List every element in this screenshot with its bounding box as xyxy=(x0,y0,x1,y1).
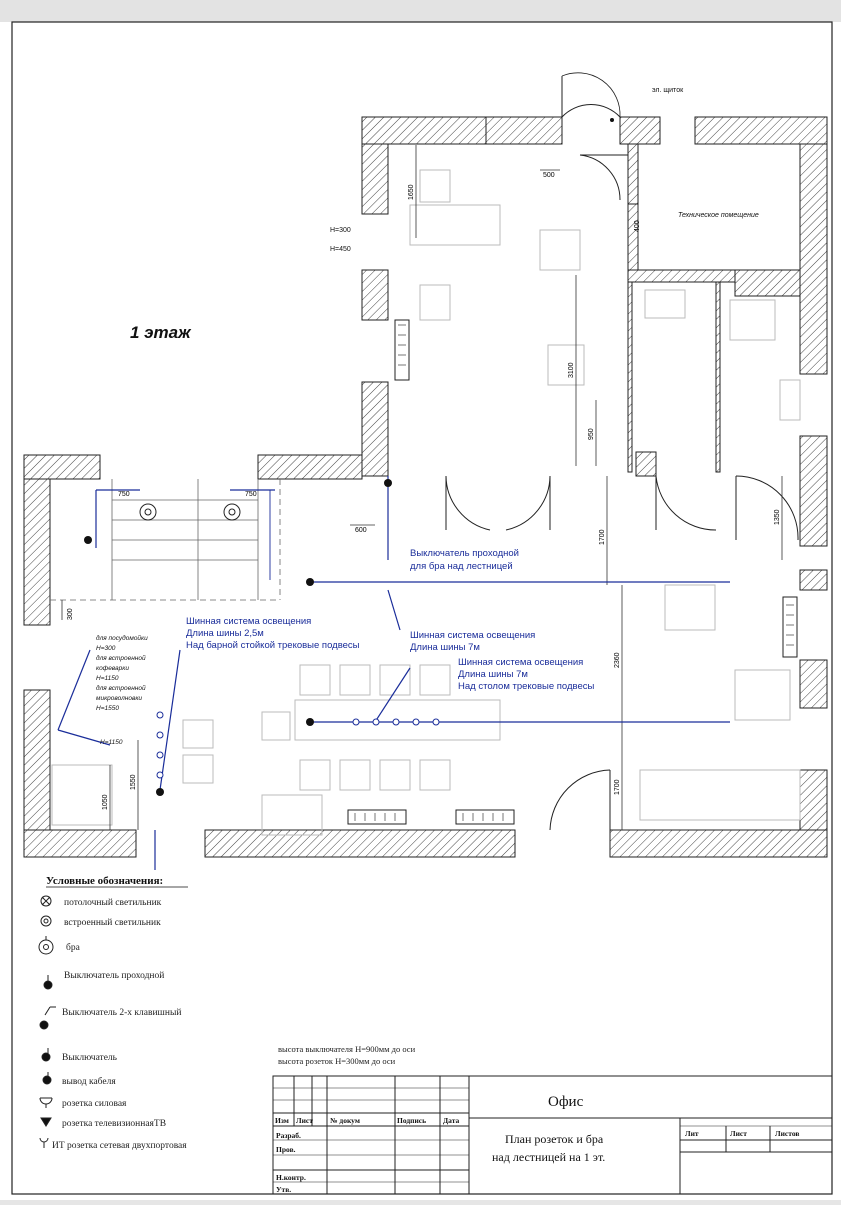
switch-icon xyxy=(41,1048,51,1062)
stairs xyxy=(50,479,281,601)
sheet-title-2: над лестницей на 1 эт. xyxy=(492,1150,605,1164)
ceiling-light-icon xyxy=(40,895,52,907)
dim-1050: 1050 xyxy=(102,794,109,810)
legend-label: встроенный светильник xyxy=(64,917,161,928)
legend-label: потолочный светильник xyxy=(64,897,162,908)
kitchen-note: кофеварки xyxy=(96,665,129,672)
mid-track-note-1: Шинная система освещения xyxy=(410,630,535,641)
project-name: Офис xyxy=(548,1094,584,1110)
recessed-light-icon xyxy=(40,915,52,927)
kitchen-note: H=1150 xyxy=(96,675,119,682)
tb-col: № докум xyxy=(330,1116,360,1125)
tb-row: Разраб. xyxy=(276,1131,301,1140)
table-track-note-3: Над столом трековые подвесы xyxy=(458,681,594,692)
sconce-icon xyxy=(38,936,54,955)
height-450-label: H=450 xyxy=(330,246,351,253)
dim-500: 500 xyxy=(543,172,555,179)
network-socket-icon xyxy=(39,1137,49,1148)
cable-outlet-icon xyxy=(42,1072,52,1085)
tb-col: Лист xyxy=(296,1116,313,1125)
tb-right-col: Лист xyxy=(730,1129,747,1138)
dim-1700-top: 1700 xyxy=(599,529,606,545)
bar-track-note-1: Шинная система освещения xyxy=(186,616,311,627)
legend-label: ИТ розетка сетевая двухпортовая xyxy=(52,1141,187,1151)
dim-1350: 1350 xyxy=(774,509,781,525)
switch-note-2: для бра над лестницей xyxy=(410,561,513,572)
power-socket-icon xyxy=(39,1097,53,1108)
annotations: Выключатель проходной для бра над лестни… xyxy=(186,548,594,692)
walls xyxy=(23,116,828,858)
dimension-lines xyxy=(61,145,783,830)
mid-track-note-2: Длина шины 7м xyxy=(410,642,480,653)
fixtures-black xyxy=(84,118,614,796)
double-switch-icon xyxy=(39,1006,56,1030)
panel-label: эл. щиток xyxy=(652,87,684,94)
sconces xyxy=(139,503,241,521)
kitchen-note: для посудомойки xyxy=(96,634,148,642)
track-lights xyxy=(156,711,440,779)
dim-300: 300 xyxy=(67,608,74,620)
table-track-note-2: Длина шины 7м xyxy=(458,669,528,680)
tv-socket-icon xyxy=(40,1117,52,1127)
bar-track-note-3: Над барной стойкой трековые подвесы xyxy=(186,640,360,651)
legend-label: розетка телевизионнаяТВ xyxy=(62,1119,166,1129)
legend-label: бра xyxy=(66,942,81,953)
legend-label: Выключатель 2-х клавишный xyxy=(62,1007,181,1018)
heights-note-2: высота розеток H=300мм до оси xyxy=(278,1056,396,1066)
kitchen-note: для встроенной xyxy=(96,654,146,662)
tb-col: Изм xyxy=(275,1116,289,1125)
tb-col: Подпись xyxy=(397,1116,426,1125)
tb-row: Пров. xyxy=(276,1145,296,1154)
legend-labels: потолочный светильник встроенный светиль… xyxy=(52,897,187,1151)
tb-right-col: Лит xyxy=(685,1129,699,1138)
title-block-headers: Изм Лист № докум Подпись Дата Разраб. Пр… xyxy=(275,1116,799,1194)
kitchen-note: микроволновки xyxy=(96,695,142,702)
dim-600: 600 xyxy=(355,527,367,534)
tb-row: Н.контр. xyxy=(276,1173,306,1182)
table-track-note-1: Шинная система освещения xyxy=(458,657,583,668)
sheet-title-1: План розеток и бра xyxy=(505,1132,604,1146)
dim-3100: 3100 xyxy=(568,362,575,378)
dim-1650: 1650 xyxy=(408,184,415,200)
tech-room-label: Техническое помещение xyxy=(678,212,759,219)
switch-note-1: Выключатель проходной xyxy=(410,548,519,559)
pass-switch-icon xyxy=(43,975,53,990)
dim-950: 950 xyxy=(588,428,595,440)
legend-label: Выключатель xyxy=(62,1053,118,1063)
kitchen-note: H=1150 xyxy=(100,739,123,746)
dim-750-left: 750 xyxy=(118,491,130,498)
tb-right-col: Листов xyxy=(775,1129,799,1138)
bar-track-note-2: Длина шины 2,5м xyxy=(186,628,264,639)
dim-1550: 1550 xyxy=(130,774,137,790)
wiring xyxy=(57,476,730,870)
height-300-label: H=300 xyxy=(330,227,351,234)
dim-750-right: 750 xyxy=(245,491,257,498)
tb-row: Утв. xyxy=(276,1185,291,1194)
furniture xyxy=(51,169,801,836)
legend-label: Выключатель проходной xyxy=(64,970,164,981)
heights-note-1: высота выключателя H=900мм до оси xyxy=(278,1044,416,1054)
tb-col: Дата xyxy=(443,1116,459,1125)
dim-1700-bottom: 1700 xyxy=(614,779,621,795)
floor-label: 1 этаж xyxy=(130,323,192,342)
doors xyxy=(445,72,799,831)
kitchen-notes: для посудомойки H=300 для встроенной коф… xyxy=(96,634,148,746)
kitchen-note: для встроенной xyxy=(96,684,146,692)
legend-title: Условные обозначения: xyxy=(46,875,163,887)
dim-2360: 2360 xyxy=(614,652,621,668)
kitchen-note: H=300 xyxy=(96,645,116,652)
legend-icons xyxy=(38,895,56,1148)
kitchen-note: H=1550 xyxy=(96,705,119,712)
dim-400: 400 xyxy=(634,220,641,232)
legend-label: розетка силовая xyxy=(62,1099,127,1109)
legend-label: вывод кабеля xyxy=(62,1076,116,1087)
title-block xyxy=(272,1075,833,1195)
